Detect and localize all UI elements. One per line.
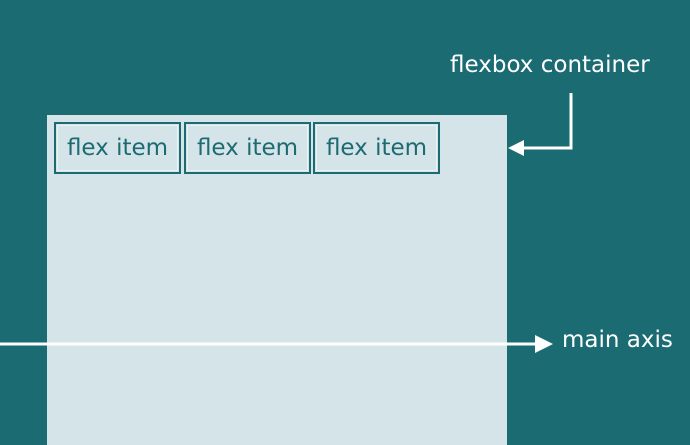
container-pointer-arrow (508, 93, 573, 156)
main-axis-arrow (0, 335, 553, 353)
flex-item-2-label: flex item (196, 135, 299, 161)
flex-item-2: flex item (184, 122, 311, 174)
flex-item-1-label: flex item (66, 135, 169, 161)
flex-item-3: flex item (313, 122, 440, 174)
flexbox-container-label: flexbox container (450, 52, 650, 78)
main-axis-label: main axis (562, 327, 673, 353)
flex-item-1: flex item (54, 122, 181, 174)
flex-item-3-label: flex item (325, 135, 428, 161)
